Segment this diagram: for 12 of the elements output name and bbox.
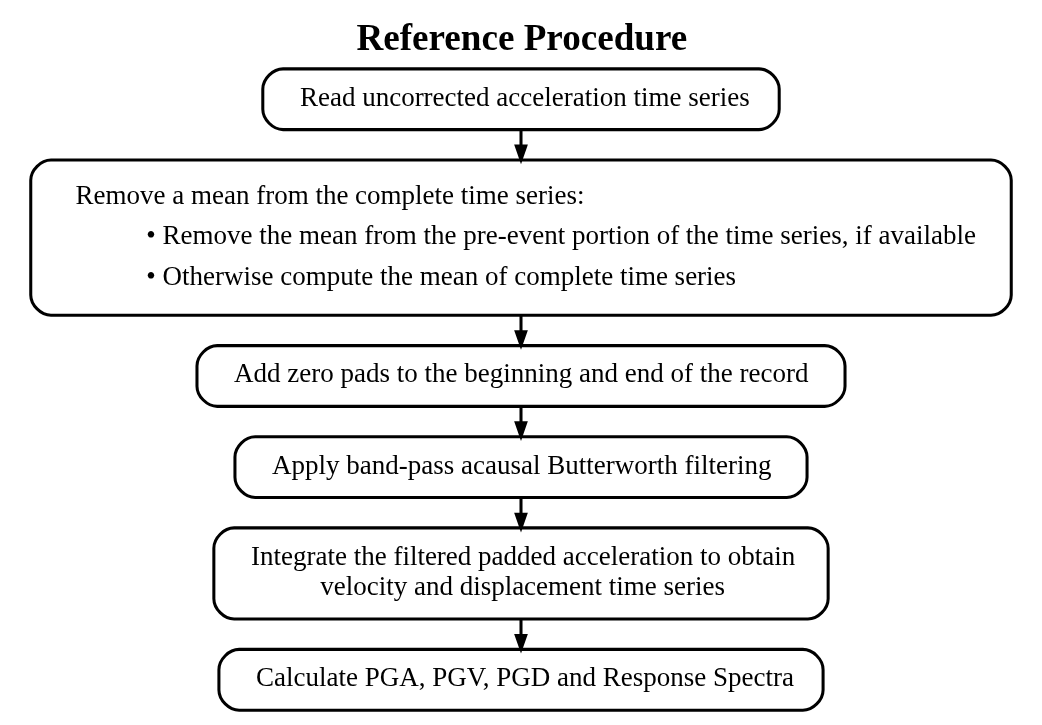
node-box: Read uncorrected acceleration time series xyxy=(261,67,781,132)
node-box: Add zero pads to the beginning and end of the record xyxy=(195,344,847,408)
arrow xyxy=(514,130,528,165)
node-box: Calculate PGA, PGV, PGD and Response Spectra xyxy=(217,647,825,712)
diagram-title: Reference Procedure xyxy=(356,16,688,58)
arrow xyxy=(514,406,528,441)
arrow xyxy=(514,498,528,533)
node-box: Apply band-pass acausal Butterworth filtering xyxy=(233,435,809,500)
node-box: Integrate the filtered padded acceleration to obtain velocity and displacement time series xyxy=(212,526,830,621)
arrow xyxy=(514,619,528,654)
node-box: Remove a mean from the complete time series: • Remove the mean from the pre-event portion of the time series, if available • Otherwise compute the mean of complete time series xyxy=(29,158,1013,317)
arrow xyxy=(514,315,528,350)
